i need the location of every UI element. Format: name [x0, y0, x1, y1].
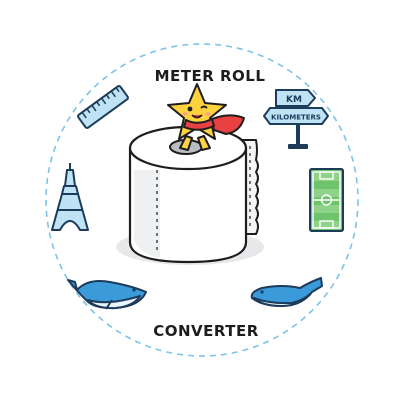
signpost-icon: KM KILOMETERS [263, 89, 329, 149]
star-mascot [167, 83, 245, 151]
ruler-icon [77, 85, 129, 129]
title-bottom: CONVERTER [153, 322, 259, 340]
sign-top-board [275, 89, 316, 107]
eiffel-tower-icon [51, 163, 89, 231]
sign-top-label: KM [286, 95, 302, 105]
sign-bottom-board [263, 107, 329, 125]
title-top-mask [160, 62, 260, 86]
cape [209, 114, 245, 135]
whale-icon [250, 277, 323, 307]
sign-bottom-label: KILOMETERS [271, 114, 321, 122]
title-bottom-mask [150, 318, 262, 342]
dashed-ring [45, 43, 359, 357]
toilet-paper-roll [116, 125, 264, 265]
title-top: METER ROLL [155, 67, 266, 85]
soccer-field-icon [309, 168, 344, 232]
whale-icon [67, 279, 147, 310]
